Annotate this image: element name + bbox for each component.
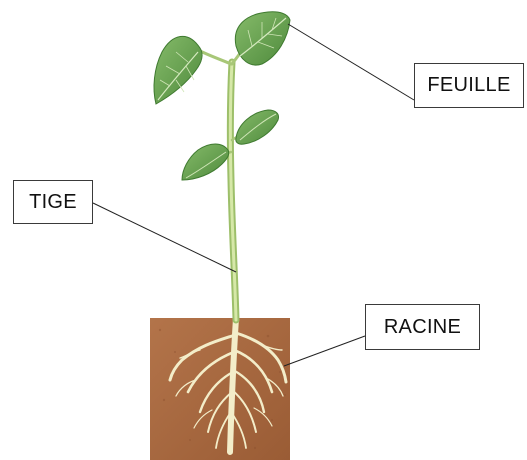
leaf-top-left bbox=[154, 36, 202, 104]
label-leaf: FEUILLE bbox=[414, 63, 524, 108]
leaf-mid-right bbox=[236, 110, 279, 144]
leader-line-stem bbox=[93, 203, 236, 272]
leader-line-root bbox=[284, 336, 365, 366]
label-root: RACINE bbox=[365, 304, 480, 350]
leader-line-leaf bbox=[288, 24, 414, 100]
leaf-mid-left bbox=[182, 144, 229, 180]
label-stem: TIGE bbox=[13, 180, 93, 224]
leaf-top-right bbox=[235, 12, 290, 65]
